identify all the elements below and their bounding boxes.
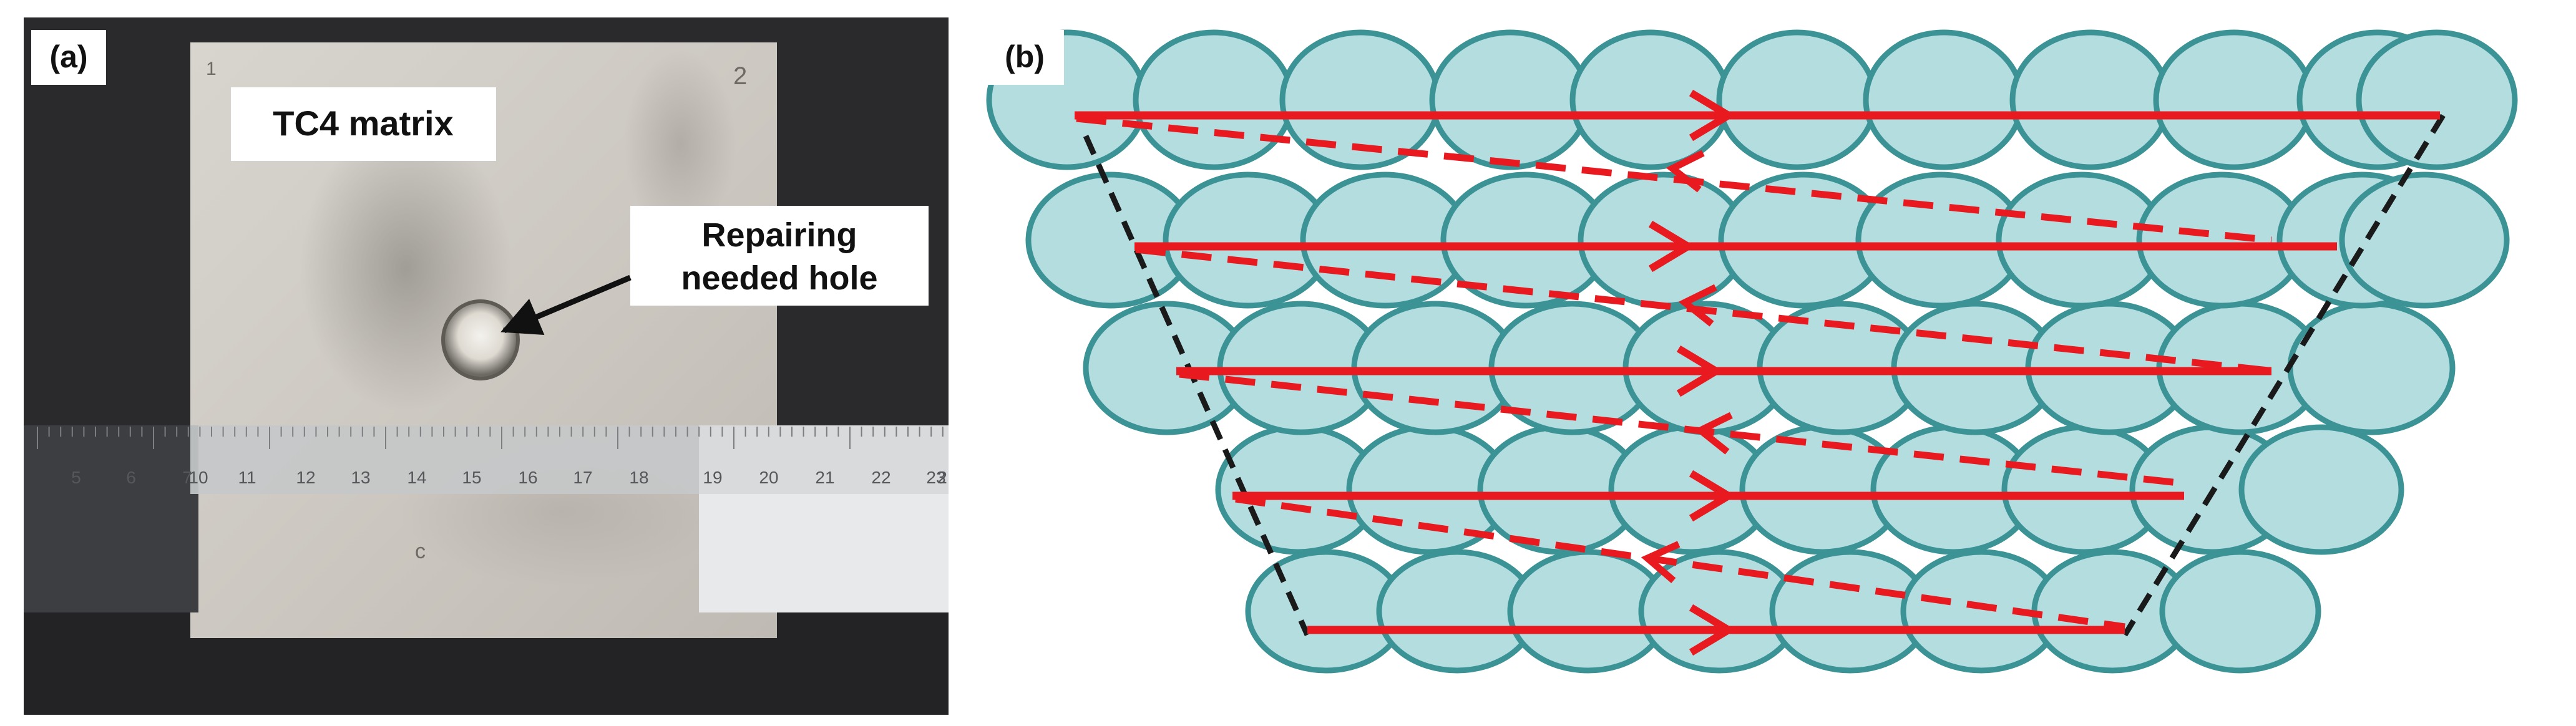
ruler-number: 10 xyxy=(188,468,208,487)
ruler-bright-band xyxy=(699,425,949,494)
right-boundary-line xyxy=(2122,114,2446,637)
ruler-number: 17 xyxy=(573,468,592,487)
ruler-number: 16 xyxy=(518,468,537,487)
ruler-number: 21 xyxy=(815,468,834,487)
ruler-number: 2 xyxy=(937,468,947,487)
scan-arrowhead xyxy=(1648,220,1695,273)
plate-mark: c xyxy=(415,540,426,563)
weld-bead xyxy=(1429,29,1591,170)
hole-label-line1: Repairing xyxy=(701,216,857,254)
weld-bead xyxy=(1716,29,1878,170)
hole-label-box xyxy=(630,206,929,306)
ruler-number: 11 xyxy=(238,468,256,487)
ruler-number: 5 xyxy=(71,468,81,487)
ruler xyxy=(190,425,699,494)
return-path-dashed xyxy=(1135,246,2275,375)
deposition-path xyxy=(1075,89,2440,656)
weld-bead xyxy=(2009,29,2172,170)
ruler-number: 12 xyxy=(296,468,315,487)
left-boundary-line xyxy=(1083,135,1310,636)
ruler-numbers: 5 6 710 11 12 13 14 15 16 17 18 19 20 21 22 232 xyxy=(71,468,947,487)
weld-bead xyxy=(2287,301,2456,435)
ruler-number: 6 xyxy=(126,468,136,487)
ruler-number: 22 xyxy=(871,468,890,487)
panel-b-label-box xyxy=(986,30,1064,85)
ruler-number: 7 xyxy=(182,468,192,487)
return-path-dashed xyxy=(1076,115,2272,244)
ruler-number: 13 xyxy=(351,468,370,487)
return-arrowhead xyxy=(1678,284,1717,327)
panel-b-diagram: (b) xyxy=(986,29,2518,674)
return-path-dashed xyxy=(1235,495,2125,631)
scan-arrowhead xyxy=(1676,345,1724,397)
return-path-dashed xyxy=(1179,370,2185,487)
weld-bead xyxy=(2153,29,2315,170)
return-arrowhead xyxy=(1641,541,1681,583)
scan-arrowhead xyxy=(1689,470,1736,522)
return-arrowhead xyxy=(1694,412,1733,455)
panel-a-label-box xyxy=(31,30,106,85)
hole-label-line2: needed hole xyxy=(681,259,877,297)
plate-smudge xyxy=(624,50,736,237)
ruler-number: 19 xyxy=(703,468,722,487)
ruler-number: 23 xyxy=(926,468,945,487)
repair-hole xyxy=(441,299,520,380)
ruler-ticks xyxy=(37,427,944,449)
weld-bead xyxy=(1863,29,2025,170)
matrix-label-box xyxy=(231,87,496,161)
ruler-number: 18 xyxy=(629,468,648,487)
ruler-number: 15 xyxy=(462,468,481,487)
hole-pointer-arrow xyxy=(500,274,632,336)
plate-mark: 1 xyxy=(206,59,217,79)
scan-arrowhead xyxy=(1689,604,1736,656)
ruler-left-dark xyxy=(24,425,198,612)
weld-bead xyxy=(1133,29,1295,170)
ruler-number: 20 xyxy=(759,468,778,487)
scan-arrowhead xyxy=(1689,89,1736,142)
weld-bead xyxy=(2159,549,2321,674)
weld-bead xyxy=(2339,172,2510,309)
panel-b-label: (b) xyxy=(1005,39,1045,74)
weld-bead xyxy=(2356,29,2518,170)
panel-a-label: (a) xyxy=(49,39,87,74)
ruler-number: 14 xyxy=(407,468,426,487)
return-arrowhead xyxy=(1666,150,1705,193)
plate-mark: 2 xyxy=(733,62,747,90)
matrix-label: TC4 matrix xyxy=(273,104,453,143)
weld-bead xyxy=(2238,424,2404,555)
